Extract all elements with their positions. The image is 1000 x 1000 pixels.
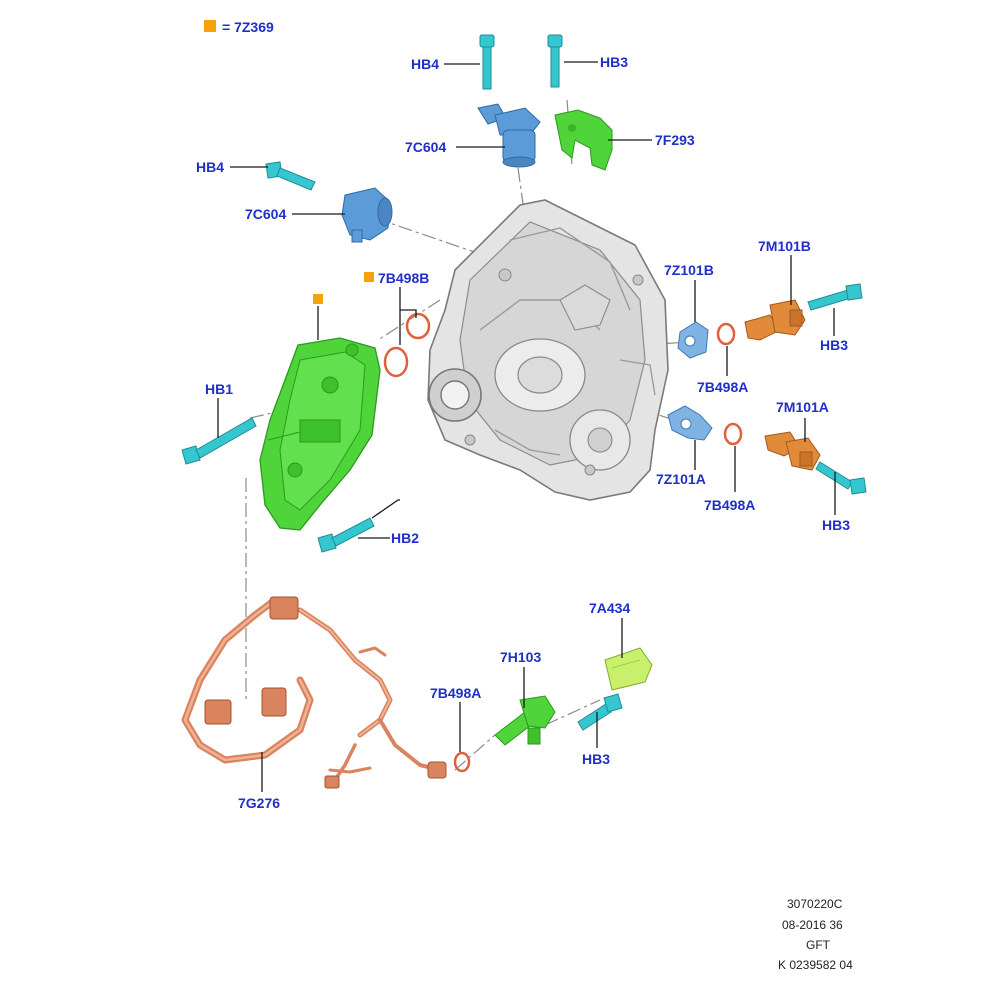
oring-7b498b-pair bbox=[383, 312, 431, 378]
reference-line-4: K 0239582 04 bbox=[778, 958, 853, 972]
label-hb2: HB2 bbox=[391, 530, 419, 546]
bracket-7a434 bbox=[604, 647, 653, 691]
part-labels: HB4 HB3 7C604 7F293 HB4 7C604 7B498B 7Z1… bbox=[196, 54, 850, 811]
bolt-hb2 bbox=[317, 517, 375, 553]
label-hb3-right-upper: HB3 bbox=[820, 337, 848, 353]
drawing-reference-block: 3070220C 08-2016 36 GFT K 0239582 04 bbox=[778, 897, 853, 972]
oring-7b498a-mid bbox=[723, 422, 743, 446]
legend-text: = 7Z369 bbox=[222, 19, 274, 35]
leader-lines bbox=[217, 61, 836, 792]
label-7b498a-upper: 7B498A bbox=[697, 379, 748, 395]
reference-line-1: 3070220C bbox=[787, 897, 843, 911]
bolt-hb3-right-lower bbox=[815, 461, 867, 495]
gearbox-housing bbox=[427, 199, 669, 501]
label-7h103: 7H103 bbox=[500, 649, 541, 665]
bolt-hb3-right-upper bbox=[807, 283, 863, 311]
actuator-7c604-top bbox=[477, 103, 541, 168]
reference-line-2: 08-2016 36 bbox=[782, 918, 843, 932]
label-7c604-left: 7C604 bbox=[245, 206, 286, 222]
bolt-hb4-left bbox=[265, 161, 316, 191]
bracket-7f293 bbox=[554, 109, 613, 171]
reference-line-3: GFT bbox=[806, 938, 831, 952]
oring-7b498a-lower bbox=[453, 751, 471, 773]
sensor-7m101a bbox=[764, 431, 821, 471]
label-7z101a: 7Z101A bbox=[656, 471, 706, 487]
wiring-harness-7g276 bbox=[181, 596, 442, 782]
label-7m101b: 7M101B bbox=[758, 238, 811, 254]
label-7g276: 7G276 bbox=[238, 795, 280, 811]
sensor-7m101b bbox=[744, 299, 806, 341]
harness-connectors bbox=[204, 596, 447, 789]
label-7b498a-mid: 7B498A bbox=[704, 497, 755, 513]
label-hb1: HB1 bbox=[205, 381, 233, 397]
legend-marker bbox=[204, 20, 216, 32]
label-hb4-top: HB4 bbox=[411, 56, 439, 72]
bolt-hb4-top bbox=[479, 34, 495, 90]
label-7z101b: 7Z101B bbox=[664, 262, 714, 278]
bolt-hb3-top bbox=[547, 34, 563, 88]
bolt-hb1 bbox=[181, 417, 257, 465]
label-7b498b: 7B498B bbox=[378, 270, 429, 286]
control-module-7z369 bbox=[259, 337, 381, 531]
label-hb3-bottom: HB3 bbox=[582, 751, 610, 767]
actuator-7c604-left bbox=[341, 187, 393, 243]
plate-7z101b bbox=[677, 321, 709, 359]
label-7b498a-lower: 7B498A bbox=[430, 685, 481, 701]
label-7c604-top: 7C604 bbox=[405, 139, 446, 155]
sensor-7h103 bbox=[494, 695, 556, 746]
marker-7z369 bbox=[313, 294, 323, 304]
label-7a434: 7A434 bbox=[589, 600, 630, 616]
oring-7b498a-upper bbox=[716, 322, 736, 346]
label-7m101a: 7M101A bbox=[776, 399, 829, 415]
label-hb4-left: HB4 bbox=[196, 159, 224, 175]
legend: = 7Z369 bbox=[204, 19, 274, 35]
label-hb3-top: HB3 bbox=[600, 54, 628, 70]
label-7f293: 7F293 bbox=[655, 132, 695, 148]
marker-7b498b bbox=[364, 272, 374, 282]
label-hb3-right-lower: HB3 bbox=[822, 517, 850, 533]
plate-7z101a bbox=[667, 405, 713, 441]
bolt-hb3-bottom bbox=[577, 693, 623, 731]
